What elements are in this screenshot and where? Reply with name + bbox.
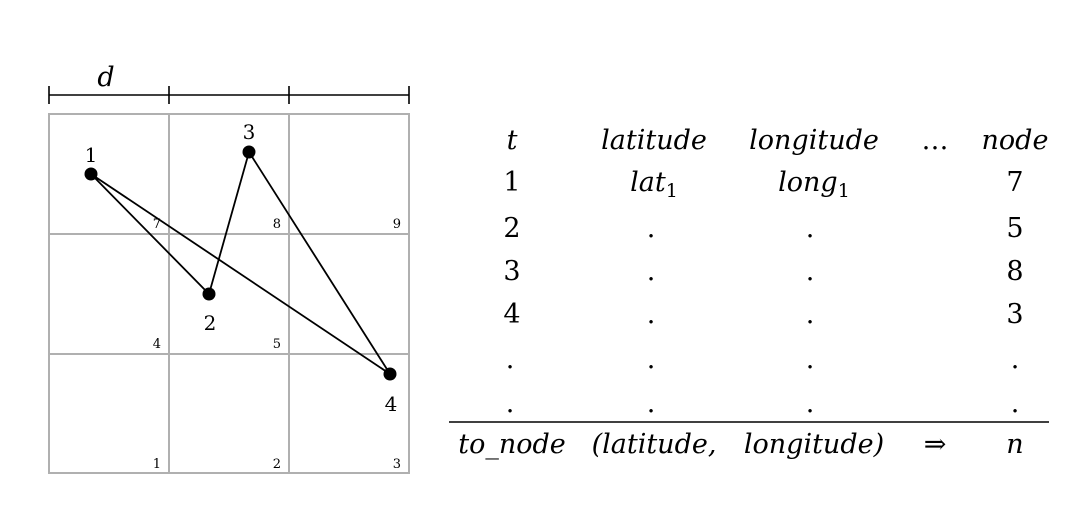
row-6-node: . <box>1011 388 1020 419</box>
header-latitude: latitude <box>601 125 707 156</box>
footer-result: n <box>1006 429 1023 460</box>
row-2-node: 5 <box>1006 213 1023 244</box>
row-5-latitude: . <box>647 344 656 375</box>
cell-number-5: 5 <box>273 337 281 352</box>
trajectory-point-2 <box>202 287 216 301</box>
table-row: . . . . <box>506 388 1020 419</box>
header-longitude: longitude <box>749 125 879 156</box>
cell-number-3: 3 <box>393 457 401 472</box>
row-4-node: 3 <box>1006 299 1023 330</box>
row-5-t: . <box>506 344 515 375</box>
lat-symbol: lat <box>630 167 666 198</box>
point-label-1: 1 <box>85 143 98 167</box>
header-t: t <box>507 125 518 156</box>
footer-function: to_node <box>458 429 566 460</box>
scale-bar <box>48 86 410 104</box>
trajectory-point-4 <box>383 367 397 381</box>
row-5-node: . <box>1011 344 1020 375</box>
trajectory-path <box>90 149 391 375</box>
cell-number-2: 2 <box>273 457 281 472</box>
table-row: . . . . <box>506 344 1020 375</box>
point-label-4: 4 <box>385 392 398 416</box>
table-row: 2 . . 5 <box>503 213 1023 244</box>
cell-number-8: 8 <box>273 217 281 232</box>
cell-number-1: 1 <box>153 457 161 472</box>
cell-number-7: 7 <box>153 217 161 232</box>
table-row: 4 . . 3 <box>503 299 1023 330</box>
row-1-longitude: long1 <box>778 167 850 202</box>
row-3-latitude: . <box>647 256 656 287</box>
row-1-latitude: lat1 <box>630 167 678 202</box>
grid <box>48 113 410 474</box>
row-6-t: . <box>506 388 515 419</box>
table-row: 3 . . 8 <box>503 256 1023 287</box>
cell-number-9: 9 <box>393 217 401 232</box>
table-row: 1 lat1 long1 7 <box>503 167 1023 202</box>
row-2-t: 2 <box>503 213 520 244</box>
row-6-latitude: . <box>647 388 656 419</box>
row-6-longitude: . <box>806 388 815 419</box>
footer-arrow: ⇒ <box>924 429 947 460</box>
table-footer: to_node (latitude, longitude) ⇒ n <box>458 429 1023 460</box>
table-header: t latitude longitude … node <box>507 125 1049 156</box>
row-5-longitude: . <box>806 344 815 375</box>
lat-subscript: 1 <box>666 180 678 202</box>
cell-number-4: 4 <box>153 337 161 352</box>
header-node: node <box>982 125 1049 156</box>
trajectory-point-1 <box>84 167 98 181</box>
footer-arg-latitude: (latitude, <box>592 429 717 460</box>
row-2-latitude: . <box>647 213 656 244</box>
point-label-2: 2 <box>204 311 217 335</box>
row-4-latitude: . <box>647 299 656 330</box>
row-3-node: 8 <box>1006 256 1023 287</box>
row-4-longitude: . <box>806 299 815 330</box>
scale-label: d <box>97 62 114 93</box>
row-3-t: 3 <box>503 256 520 287</box>
long-subscript: 1 <box>838 180 850 202</box>
long-symbol: long <box>778 167 838 198</box>
point-label-3: 3 <box>243 120 256 144</box>
footer-arg-longitude: longitude) <box>744 429 884 460</box>
trajectory-point-3 <box>242 145 256 159</box>
row-1-t: 1 <box>503 167 520 198</box>
row-2-longitude: . <box>806 213 815 244</box>
row-3-longitude: . <box>806 256 815 287</box>
row-1-node: 7 <box>1006 167 1023 198</box>
header-ellipsis: … <box>922 125 949 156</box>
row-4-t: 4 <box>503 299 520 330</box>
